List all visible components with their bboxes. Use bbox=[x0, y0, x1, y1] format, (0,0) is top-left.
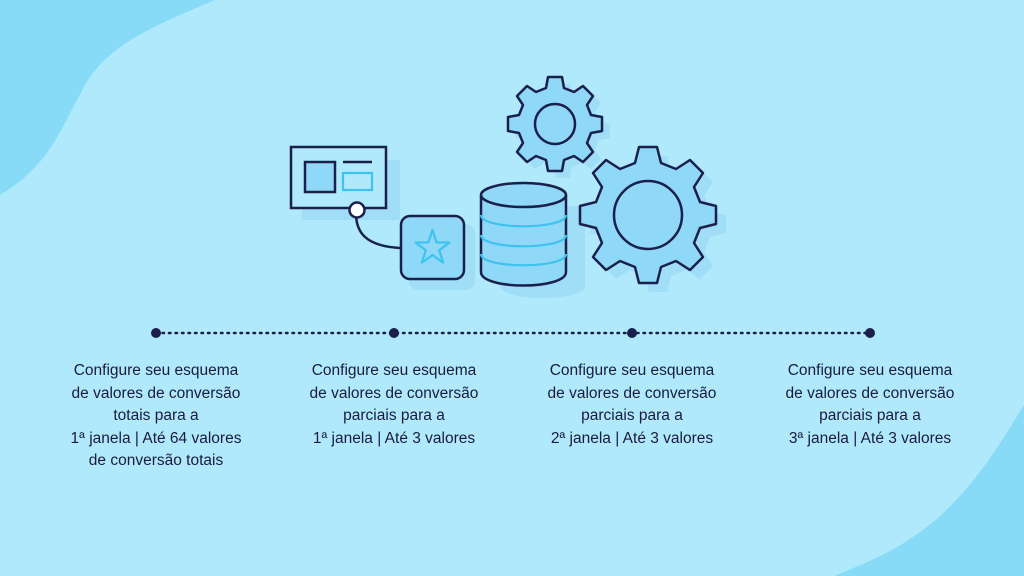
connector-node bbox=[348, 201, 366, 219]
step-3-text: Configure seu esquema de valores de conv… bbox=[547, 362, 717, 447]
timeline-node-4 bbox=[865, 328, 875, 338]
step-2-text: Configure seu esquema de valores de conv… bbox=[309, 362, 479, 447]
background-blob-top-left bbox=[0, 0, 215, 195]
step-1-text: Configure seu esquema de valores de conv… bbox=[70, 362, 242, 469]
timeline-node-2 bbox=[389, 328, 399, 338]
timeline bbox=[151, 328, 875, 338]
timeline-node-1 bbox=[151, 328, 161, 338]
database-icon bbox=[479, 181, 585, 298]
small-gear-icon bbox=[506, 75, 610, 178]
star-badge-icon bbox=[399, 214, 475, 290]
window-icon bbox=[289, 145, 400, 220]
large-gear-icon bbox=[578, 145, 726, 292]
timeline-node-3 bbox=[627, 328, 637, 338]
background-blob-bottom-right bbox=[835, 405, 1024, 576]
step-4-text: Configure seu esquema de valores de conv… bbox=[785, 362, 955, 447]
